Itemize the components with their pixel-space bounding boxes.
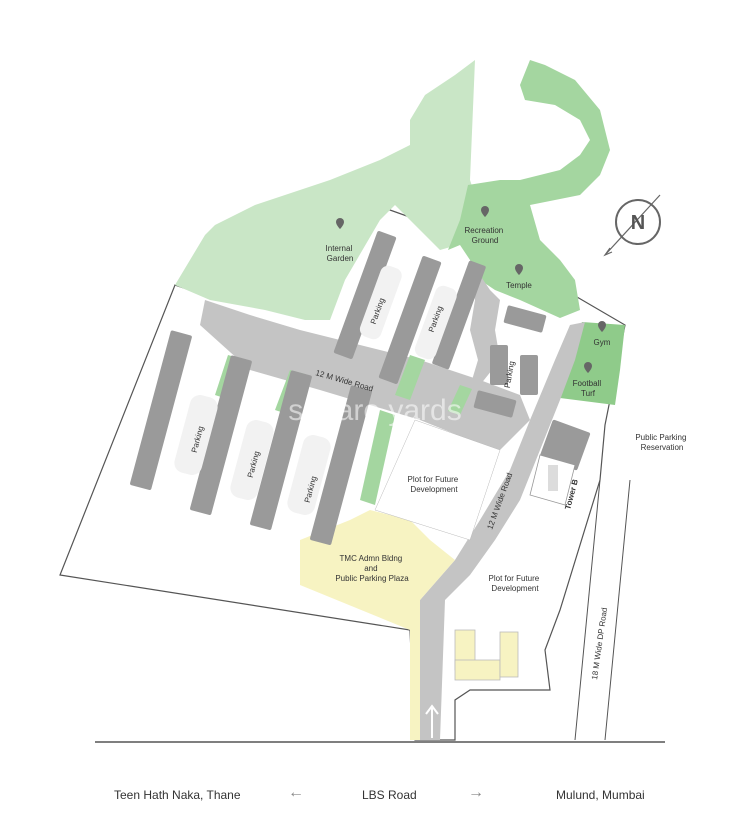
internal-garden-label: Internal Garden — [326, 244, 355, 263]
internal-garden-pin-icon — [336, 218, 344, 229]
gym-pin-icon — [598, 321, 606, 332]
north-compass-icon: N — [603, 194, 661, 257]
lower-building — [454, 629, 519, 681]
public-parking-reservation-label: Public Parking Reservation — [635, 433, 688, 452]
recreation-ground-label: Recreation Ground — [465, 226, 506, 245]
dp-road-edge-left — [574, 479, 601, 741]
green-strip-3 — [360, 410, 395, 505]
plot-future-development-1 — [374, 419, 501, 541]
green-strip-4 — [395, 355, 425, 400]
green-strip-5 — [448, 385, 472, 415]
arrow-left-icon: ← — [288, 784, 304, 801]
watermark: square yards — [288, 394, 461, 427]
tmc-plaza — [300, 510, 455, 740]
arrow-right-icon: → — [468, 784, 484, 801]
temple-label: Temple — [506, 281, 532, 290]
footer-center-label: LBS Road — [362, 788, 417, 802]
plot-future-development-2-label: Plot for Future Development — [489, 574, 542, 593]
building-cluster-4 — [473, 305, 591, 471]
dp-road-edge-right — [604, 479, 631, 741]
building-cluster-1 — [130, 330, 252, 515]
gym-label: Gym — [594, 338, 611, 347]
footer-left-label: Teen Hath Naka, Thane — [114, 788, 241, 802]
recreation-ground-area — [448, 60, 610, 318]
building-cluster-2 — [250, 370, 372, 545]
entry-road — [420, 322, 585, 740]
tmc-admin-building-label: TMC Admn Bldng and Public Parking Plaza — [335, 554, 409, 583]
footer-right-label: Mulund, Mumbai — [556, 788, 645, 802]
recreation-ground-pin-icon — [481, 206, 489, 217]
road-18m-label: 18 M Wide DP Road — [590, 607, 609, 680]
tower-b — [529, 454, 576, 506]
football-turf-label: Football Turf — [573, 379, 604, 398]
internal-garden-area — [175, 60, 475, 320]
main-road — [200, 300, 530, 450]
temple-pin-icon — [515, 264, 523, 275]
building-cluster-3 — [333, 231, 486, 384]
plot-future-development-1-label: Plot for Future Development — [408, 475, 461, 494]
entry-arrow-icon — [425, 704, 439, 738]
football-turf-pin-icon — [584, 362, 592, 373]
parking-pads — [174, 265, 457, 516]
north-label: N — [631, 212, 645, 234]
